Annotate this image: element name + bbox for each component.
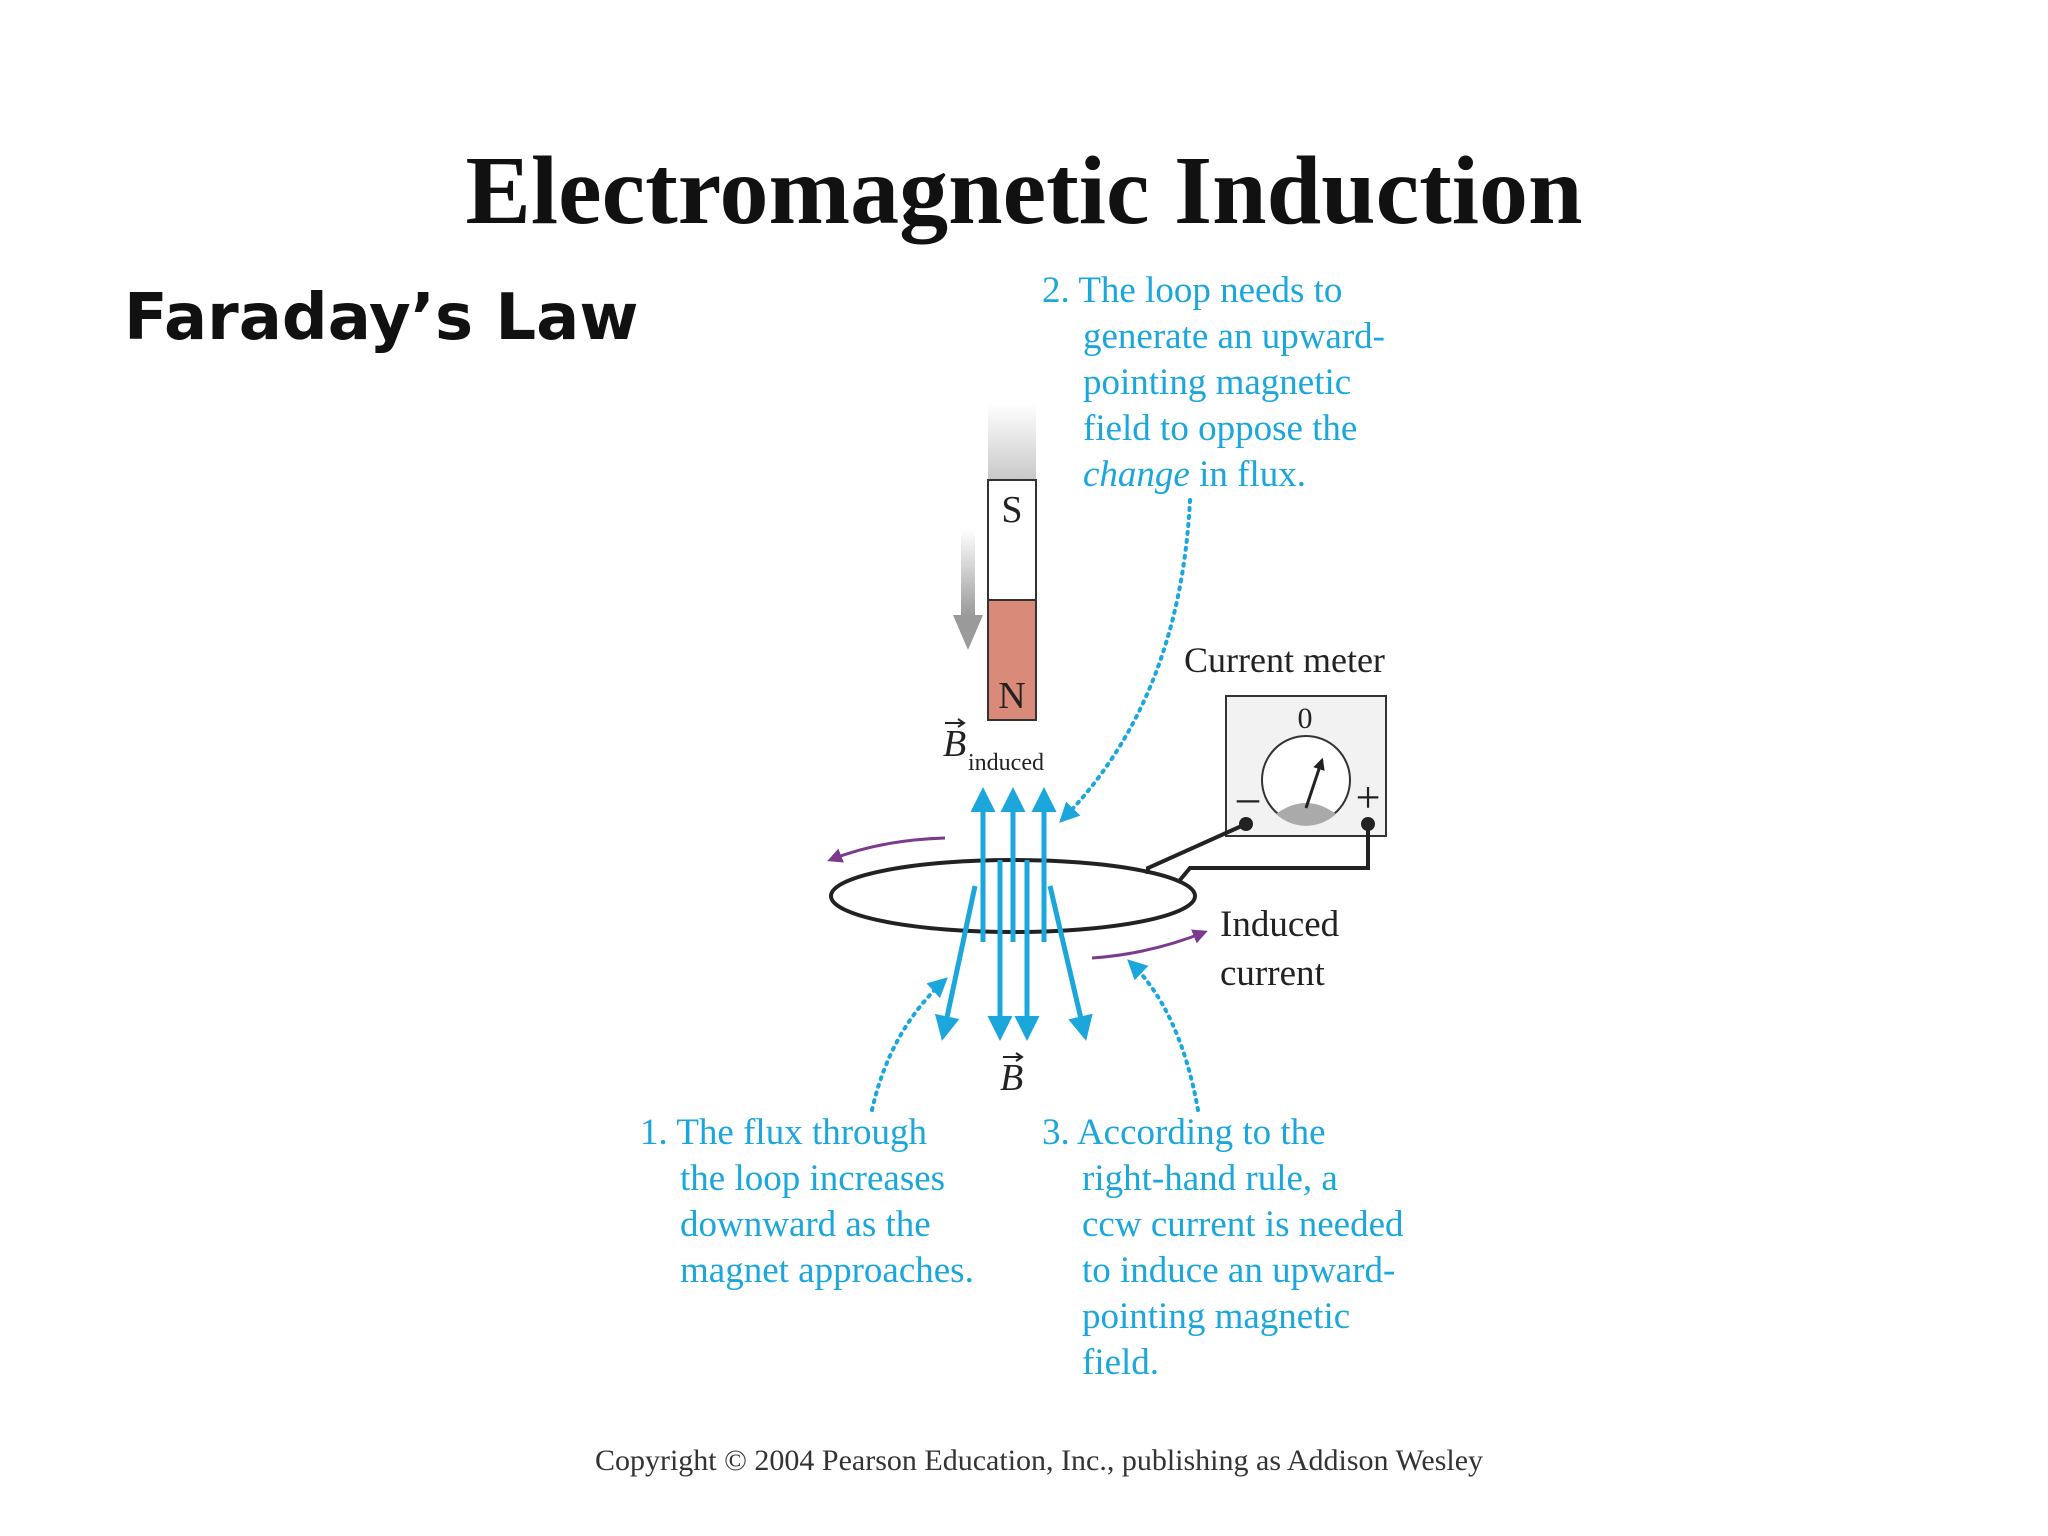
caption-2-line-2: generate an upward- xyxy=(1083,316,1385,357)
magnet-north-pole xyxy=(987,599,1037,721)
caption-2-line-5: change in flux. xyxy=(1083,454,1306,495)
north-pole-label: N xyxy=(998,675,1025,717)
south-pole-label: S xyxy=(1001,489,1022,531)
slide-subtitle: Faraday’s Law xyxy=(124,281,639,355)
caption-1-line-1: 1. The flux through xyxy=(640,1112,928,1153)
meter-label: Current meter xyxy=(1184,640,1385,680)
caption-2-line-4: field to oppose the xyxy=(1083,408,1357,449)
leader-caption-1 xyxy=(870,977,948,1112)
b-symbol: B xyxy=(1000,1057,1023,1099)
induced-current-label-line-2: current xyxy=(1220,953,1325,994)
caption-1-line-4: magnet approaches. xyxy=(680,1250,974,1291)
caption-3-line-5: pointing magnetic xyxy=(1082,1296,1350,1337)
caption-2-line-5-rest: in flux. xyxy=(1190,454,1306,495)
field-lines-b-induced xyxy=(970,787,1057,942)
leader-caption-3 xyxy=(1127,959,1200,1112)
caption-2-line-3: pointing magnetic xyxy=(1083,362,1351,403)
b-label: B xyxy=(1000,1052,1024,1099)
caption-2-line-1: 2. The loop needs to xyxy=(1042,270,1342,311)
caption-3-line-2: right-hand rule, a xyxy=(1082,1158,1338,1199)
leader-caption-2 xyxy=(1059,498,1192,823)
b-induced-vector-arrow xyxy=(945,718,966,728)
field-lines-b xyxy=(934,860,1093,1041)
magnet-motion-trail xyxy=(988,404,1036,480)
meter-zero-label: 0 xyxy=(1298,702,1313,735)
bar-magnet: S N xyxy=(987,404,1037,721)
caption-1-line-2: the loop increases xyxy=(680,1158,945,1199)
b-induced-label: B induced xyxy=(943,718,1044,776)
induced-current-label-line-1: Induced xyxy=(1220,904,1340,945)
caption-3-line-3: ccw current is needed xyxy=(1082,1204,1404,1245)
slide-title: Electromagnetic Induction xyxy=(465,137,1583,245)
caption-3-line-4: to induce an upward- xyxy=(1082,1250,1395,1291)
current-meter: Current meter 0 – + xyxy=(1184,640,1387,837)
caption-3-line-1: 3. According to the xyxy=(1042,1112,1326,1153)
caption-2: 2. The loop needs to generate an upward-… xyxy=(1042,270,1385,495)
caption-2-italic-word: change xyxy=(1083,454,1190,495)
b-induced-symbol: B xyxy=(943,723,966,765)
caption-1-line-3: downward as the xyxy=(680,1204,931,1245)
b-vector-arrow xyxy=(1003,1052,1024,1062)
meter-scale-shade xyxy=(1276,803,1336,826)
copyright-notice: Copyright © 2004 Pearson Education, Inc.… xyxy=(594,1444,1484,1477)
meter-plus-label: + xyxy=(1356,773,1381,822)
b-induced-subscript: induced xyxy=(968,750,1044,776)
caption-3: 3. According to the right-hand rule, a c… xyxy=(1042,1112,1404,1383)
motion-arrow xyxy=(953,530,983,650)
caption-3-line-6: field. xyxy=(1082,1342,1159,1383)
caption-1: 1. The flux through the loop increases d… xyxy=(640,1112,974,1291)
meter-needle xyxy=(1304,757,1325,809)
meter-minus-label: – xyxy=(1236,773,1260,822)
leader-lines xyxy=(870,498,1200,1112)
induced-current-arrows xyxy=(827,836,1208,960)
